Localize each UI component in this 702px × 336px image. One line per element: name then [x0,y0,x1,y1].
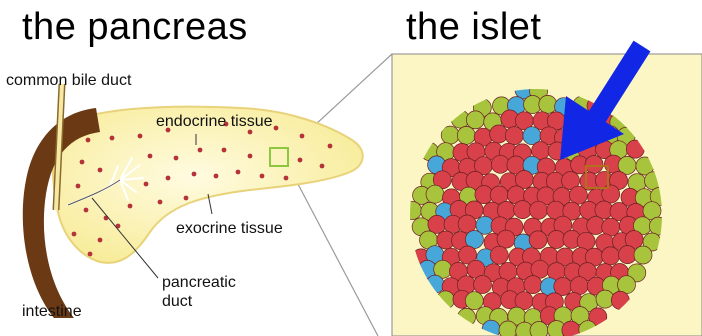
endocrine-dot [214,174,219,179]
endocrine-dot [174,156,179,161]
islet-cell [466,111,484,129]
common-bile-duct-label: common bile duct [6,72,131,90]
endocrine-dot [166,176,171,181]
exocrine-tissue-label: exocrine tissue [176,220,283,238]
pancreatic-duct-label-line1: pancreatic [162,274,236,292]
islet-cell [505,127,523,145]
endocrine-dot [158,200,163,205]
islet-cell [634,246,652,264]
endocrine-dot [300,134,305,139]
islet-cell [490,246,508,264]
endocrine-dot [98,168,103,173]
islet-cell [457,126,475,144]
pancreatic-duct-label-line2: duct [162,293,192,311]
islet-title: the islet [406,8,541,46]
islet-cell [585,156,603,174]
endocrine-dot [236,170,241,175]
islet-cell [602,247,620,265]
endocrine-dot [138,134,143,139]
islet-cell [539,95,557,113]
endocrine-dot [76,184,81,189]
islet-cell [490,125,508,143]
islet-cell [428,215,446,233]
endocrine-dot [248,154,253,159]
endocrine-dot [284,176,289,181]
islet-cell [530,201,548,219]
endocrine-dot [128,204,133,209]
islet-cell [497,230,515,248]
islet-cell [514,201,532,219]
islet-cell [465,292,483,310]
endocrine-dot [328,144,333,149]
endocrine-dot [84,208,89,213]
islet-cell [426,185,444,203]
intestine-label: intestine [22,303,82,321]
pancreas-title: the pancreas [22,8,248,46]
endocrine-dot [80,160,85,165]
endocrine-tissue-label: endocrine tissue [156,113,273,131]
endocrine-dot [110,136,115,141]
islet-cell [530,322,548,336]
endocrine-dot [198,148,203,153]
endocrine-dot [86,138,91,143]
islet-cell [562,321,580,336]
endocrine-dot [88,252,93,257]
endocrine-dot [274,126,279,131]
islet-cell [499,321,517,336]
islet-cell [524,276,542,294]
endocrine-dot [98,238,103,243]
endocrine-dot [72,232,77,237]
endocrine-dot [192,172,197,177]
endocrine-dot [148,154,153,159]
endocrine-dot [184,196,189,201]
endocrine-dot [144,182,149,187]
islet-cell [569,186,587,204]
endocrine-dot [298,158,303,163]
endocrine-dot [320,164,325,169]
islet-cell [529,231,547,249]
islet-cell [474,276,492,294]
endocrine-dot [222,148,227,153]
endocrine-dot [260,174,265,179]
islet-cell [570,277,588,295]
islet-cell [618,276,636,294]
